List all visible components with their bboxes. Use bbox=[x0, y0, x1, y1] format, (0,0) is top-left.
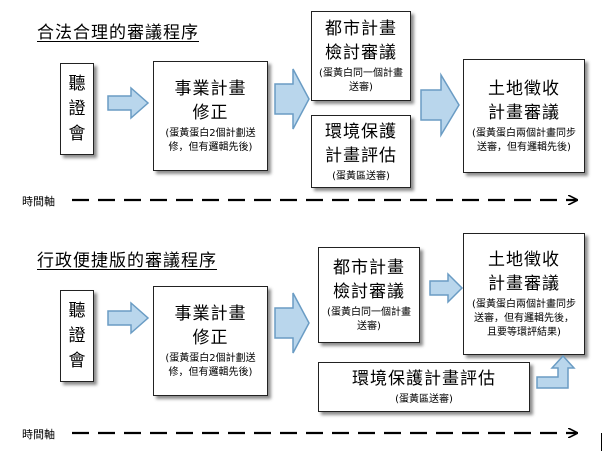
amendment-note-1: (蛋黃蛋白2個計劃送修，但有邏輯先後) bbox=[165, 128, 256, 153]
land-box-1: 土地徵收 計畫審議 (蛋黃蛋白兩個計畫同步送審，但有邏輯先後) bbox=[463, 59, 585, 173]
hearing-label-1: 聽證會 bbox=[68, 73, 86, 144]
timeline-label-1: 時間軸 bbox=[22, 195, 55, 208]
timeline-label-2: 時間軸 bbox=[22, 428, 55, 441]
urban-box-2: 都市計畫 檢討審議 (蛋黃白同一個計畫送審) bbox=[318, 247, 420, 343]
env-note-1: (蛋黃區送審) bbox=[332, 170, 390, 182]
land-title-2b: 計畫審議 bbox=[488, 274, 560, 294]
urban-title-2b: 檢討審議 bbox=[333, 282, 405, 302]
urban-title-2a: 都市計畫 bbox=[333, 258, 405, 278]
amendment-title-1a: 事業計畫 bbox=[174, 79, 247, 99]
land-title-1b: 計畫審議 bbox=[488, 103, 560, 123]
land-title-1a: 土地徵收 bbox=[488, 79, 560, 99]
section2-title: 行政便捷版的審議程序 bbox=[37, 251, 217, 271]
urban-title-1b: 檢討審議 bbox=[325, 43, 397, 63]
flow-arrow-icon bbox=[429, 272, 464, 304]
hearing-box-1: 聽證會 bbox=[60, 63, 94, 155]
amendment-box-1: 事業計畫 修正 (蛋黃蛋白2個計劃送修，但有邏輯先後) bbox=[153, 61, 268, 171]
land-note-2: (蛋黃蛋白兩個計畫同步送審，但有邏輯先後，且要等環評結果) bbox=[472, 299, 576, 338]
timeline-arrow-2 bbox=[72, 426, 580, 440]
env-title-1b: 計畫評估 bbox=[325, 145, 397, 166]
flow-arrow-icon bbox=[107, 301, 150, 335]
hearing-box-2: 聽證會 bbox=[60, 290, 94, 382]
land-title-2a: 土地徵收 bbox=[488, 250, 560, 270]
land-box-2: 土地徵收 計畫審議 (蛋黃蛋白兩個計畫同步送審，但有邏輯先後，且要等環評結果) bbox=[463, 233, 585, 355]
env-box-2: 環境保護計畫評估 (蛋黃區送審) bbox=[318, 362, 530, 412]
section1-title: 合法合理的審議程序 bbox=[37, 23, 199, 43]
flow-arrow-icon bbox=[274, 292, 310, 354]
bent-arrow-icon bbox=[536, 354, 576, 389]
amendment-box-2: 事業計畫 修正 (蛋黃蛋白2個計劃送修，但有邏輯先後) bbox=[153, 286, 268, 396]
flow-arrow-icon bbox=[420, 72, 460, 138]
env-title-1a: 環境保護 bbox=[325, 121, 397, 142]
env-title-2: 環境保護計畫評估 bbox=[352, 369, 496, 389]
urban-box-1: 都市計畫 檢討審議 (蛋黃白同一個計畫送審) bbox=[311, 11, 411, 101]
urban-note-1: (蛋黃白同一個計畫送審) bbox=[319, 68, 403, 93]
env-box-1: 環境保護 計畫評估 (蛋黃區送審) bbox=[311, 115, 411, 188]
land-note-1: (蛋黃蛋白兩個計畫同步送審，但有邏輯先後) bbox=[472, 128, 576, 153]
amendment-title-2b: 修正 bbox=[192, 328, 229, 348]
flow-arrow-icon bbox=[107, 86, 150, 120]
amendment-title-1b: 修正 bbox=[192, 103, 229, 123]
env-note-2: (蛋黃區送審) bbox=[395, 394, 453, 405]
edge-divider bbox=[601, 433, 602, 451]
urban-title-1a: 都市計畫 bbox=[325, 19, 397, 39]
amendment-title-2a: 事業計畫 bbox=[174, 304, 247, 324]
hearing-label-2: 聽證會 bbox=[68, 300, 86, 371]
urban-note-2: (蛋黃白同一個計畫送審) bbox=[327, 307, 411, 332]
amendment-note-2: (蛋黃蛋白2個計劃送修，但有邏輯先後) bbox=[165, 353, 256, 378]
timeline-arrow-1 bbox=[72, 193, 580, 207]
flow-arrow-icon bbox=[274, 68, 310, 130]
